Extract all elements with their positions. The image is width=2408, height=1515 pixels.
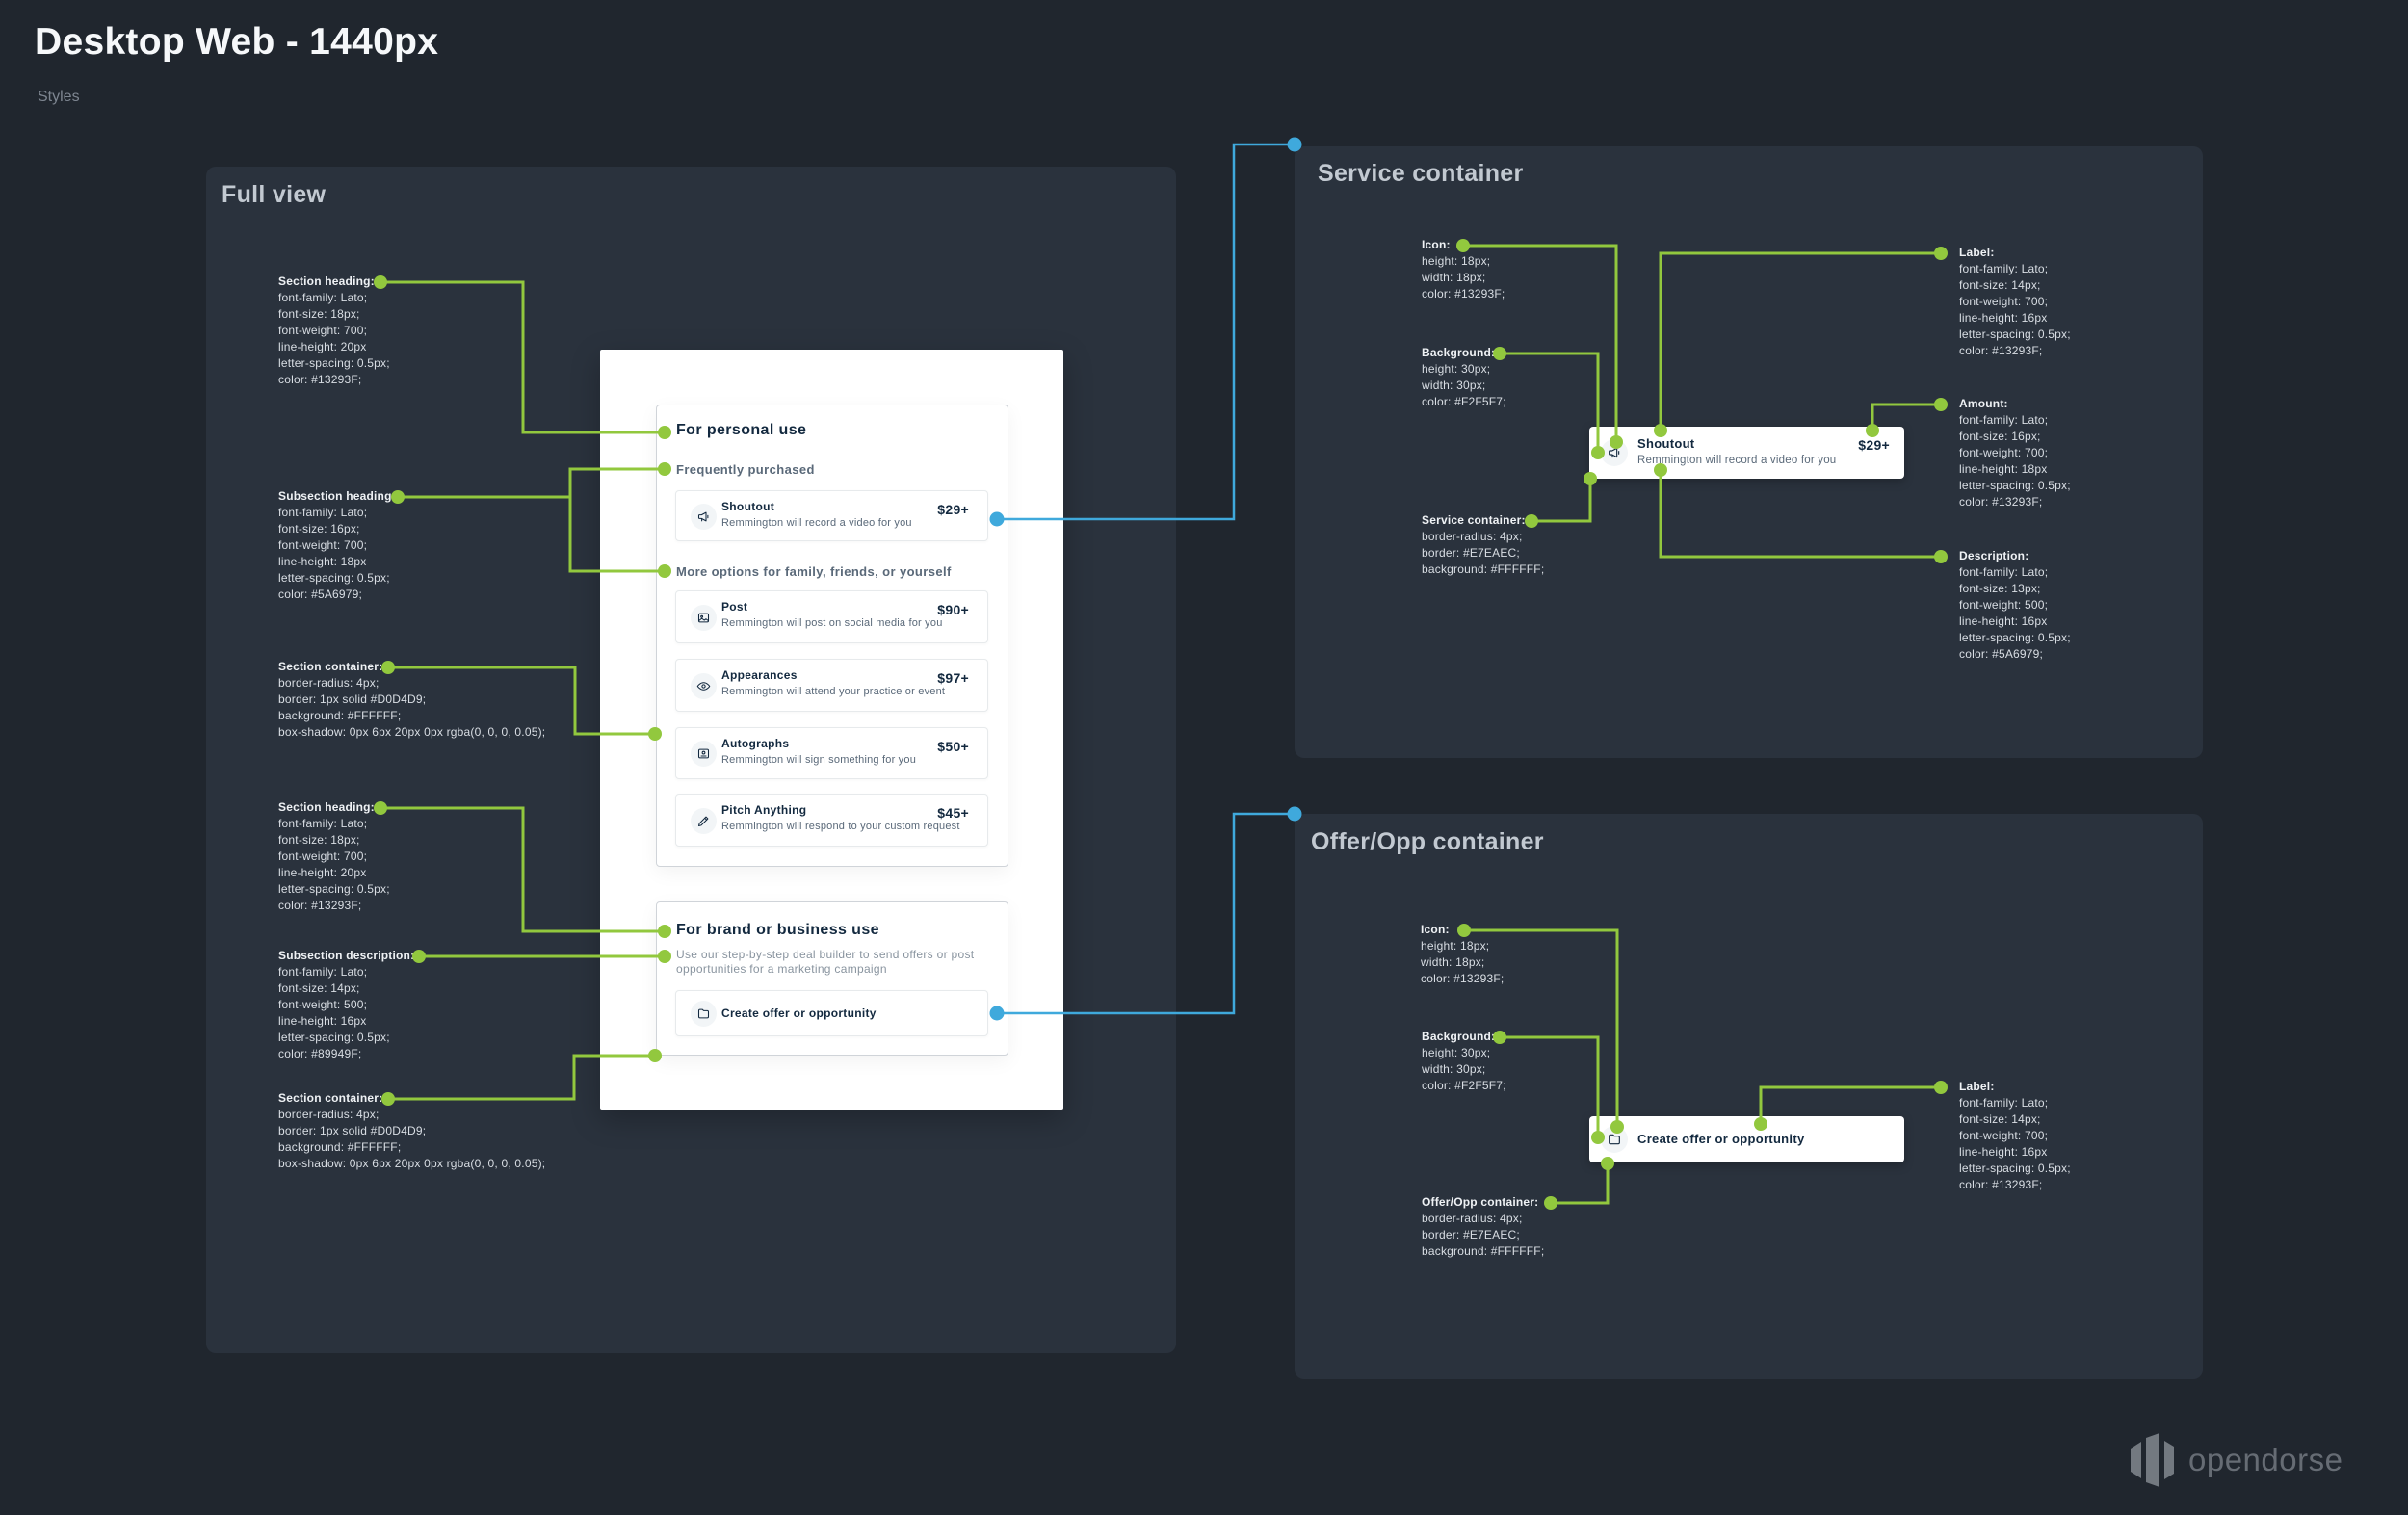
opendorse-logo: opendorse [2131,1433,2343,1487]
annotation-offer-background: Background: height: 30px;width: 30px;col… [1422,1029,1662,1094]
subsection-heading-more-options: More options for family, friends, or you… [676,564,952,579]
service-price: $29+ [1858,437,1890,453]
annotation-lines: height: 30px;width: 30px;color: #F2F5F7; [1422,362,1506,408]
annotation-lines: font-family: Lato;font-size: 14px;font-w… [278,965,390,1060]
folder-icon [1601,1126,1628,1153]
panel-offer-opp-container [1295,814,2203,1379]
sample-offer-card[interactable]: Create offer or opportunity [1589,1116,1904,1162]
annotation-lines: border-radius: 4px;border: 1px solid #D0… [278,1108,546,1170]
service-price: $97+ [937,670,969,686]
annotation-title: Amount: [1959,397,2008,410]
service-name: Post [721,600,748,614]
service-price: $50+ [937,739,969,754]
annotation-title: Section heading: [278,274,375,288]
annotation-lines: border-radius: 4px;border: #E7EAEC;backg… [1422,530,1545,576]
subsection-description-brand: Use our step-by-step deal builder to sen… [676,948,975,976]
create-offer-label: Create offer or opportunity [721,1006,877,1020]
annotation-title: Background: [1422,1030,1496,1043]
post-image-icon [691,605,717,631]
annotation-lines: font-family: Lato;font-size: 14px;font-w… [1959,262,2071,357]
annotation-lines: height: 30px;width: 30px;color: #F2F5F7; [1422,1046,1506,1092]
annotation-title: Subsection description: [278,949,415,962]
annotation-offer-label: Label: font-family: Lato;font-size: 14px… [1959,1079,2181,1193]
service-price: $29+ [937,502,969,517]
service-name: Pitch Anything [721,803,807,817]
service-description: Remmington will record a video for you [1637,455,1837,466]
eye-icon [691,673,717,699]
annotation-lines: font-family: Lato;font-size: 18px;font-w… [278,817,390,912]
folder-icon [691,1001,717,1027]
annotation-section-container-2: Section container: border-radius: 4px;bo… [278,1090,625,1172]
annotation-offer-icon: Icon: height: 18px;width: 18px;color: #1… [1421,922,1662,987]
service-description: Remmington will attend your practice or … [721,686,946,697]
section-heading-personal: For personal use [676,422,807,438]
annotation-subsection-heading: Subsection heading: font-family: Lato;fo… [278,488,625,603]
annotation-title: Description: [1959,549,2029,562]
service-row-appearances[interactable]: Appearances Remmington will attend your … [675,659,988,712]
panel-title-offer-opp: Offer/Opp container [1311,828,1544,855]
create-offer-button[interactable]: Create offer or opportunity [675,990,988,1036]
annotation-title: Icon: [1422,238,1451,251]
annotation-lines: height: 18px;width: 18px;color: #13293F; [1421,939,1505,985]
service-name: Appearances [721,668,798,682]
service-name: Shoutout [1637,436,1695,451]
annotation-lines: height: 18px;width: 18px;color: #13293F; [1422,254,1505,300]
annotation-service-description: Description: font-family: Lato;font-size… [1959,548,2181,663]
annotation-title: Section heading: [278,800,375,814]
page-subtitle: Styles [38,89,80,105]
service-row-autographs[interactable]: Autographs Remmington will sign somethin… [675,727,988,779]
annotation-title: Section container: [278,660,383,673]
annotation-service-background: Background: height: 30px;width: 30px;col… [1422,345,1662,410]
annotation-title: Section container: [278,1091,383,1105]
service-row-shoutout[interactable]: Shoutout Remmington will record a video … [675,490,988,541]
annotation-lines: font-family: Lato;font-size: 18px;font-w… [278,291,390,386]
annotation-lines: border-radius: 4px;border: #E7EAEC;backg… [1422,1212,1545,1258]
service-description: Remmington will record a video for you [721,517,912,529]
app-mockup: For personal use Frequently purchased Sh… [600,350,1063,1110]
annotation-section-heading-1: Section heading: font-family: Lato;font-… [278,274,625,388]
subsection-heading-frequently-purchased: Frequently purchased [676,462,815,477]
annotation-lines: border-radius: 4px;border: 1px solid #D0… [278,676,546,739]
autograph-icon [691,741,717,767]
annotation-title: Label: [1959,246,1995,259]
annotation-lines: font-family: Lato;font-size: 13px;font-w… [1959,565,2071,661]
annotation-section-heading-2: Section heading: font-family: Lato;font-… [278,799,625,914]
service-row-post[interactable]: Post Remmington will post on social medi… [675,590,988,643]
service-price: $90+ [937,602,969,617]
pencil-icon [691,808,717,834]
panel-title-service-container: Service container [1318,160,1524,187]
service-description: Remmington will respond to your custom r… [721,821,960,832]
annotation-subsection-description: Subsection description: font-family: Lat… [278,948,625,1062]
annotation-title: Icon: [1421,923,1450,936]
service-description: Remmington will post on social media for… [721,617,943,629]
service-description: Remmington will sign something for you [721,754,917,766]
opendorse-logo-mark [2131,1433,2174,1487]
section-heading-brand: For brand or business use [676,922,879,938]
service-price: $45+ [937,805,969,821]
annotation-title: Label: [1959,1080,1995,1093]
annotation-service-container: Service container: border-radius: 4px;bo… [1422,512,1662,578]
panel-title-full-view: Full view [222,181,327,208]
annotation-lines: font-family: Lato;font-size: 14px;font-w… [1959,1096,2071,1191]
page-title: Desktop Web - 1440px [35,21,439,63]
service-row-pitch-anything[interactable]: Pitch Anything Remmington will respond t… [675,794,988,847]
offer-label: Create offer or opportunity [1637,1132,1805,1146]
service-name: Autographs [721,737,790,750]
annotation-title: Offer/Opp container: [1422,1195,1539,1209]
annotation-offer-container: Offer/Opp container: border-radius: 4px;… [1422,1194,1662,1260]
annotation-title: Background: [1422,346,1496,359]
service-name: Shoutout [721,500,775,513]
opendorse-logo-text: opendorse [2188,1442,2343,1477]
sample-service-card[interactable]: Shoutout Remmington will record a video … [1589,427,1904,479]
annotation-title: Subsection heading: [278,489,396,503]
annotation-section-container-1: Section container: border-radius: 4px;bo… [278,659,625,741]
annotation-lines: font-family: Lato;font-size: 16px;font-w… [278,506,390,601]
annotation-service-icon: Icon: height: 18px;width: 18px;color: #1… [1422,237,1662,302]
annotation-title: Service container: [1422,513,1526,527]
annotation-lines: font-family: Lato;font-size: 16px;font-w… [1959,413,2071,509]
megaphone-icon [1601,439,1628,466]
annotation-service-amount: Amount: font-family: Lato;font-size: 16p… [1959,396,2181,510]
megaphone-icon [691,504,717,530]
annotation-service-label: Label: font-family: Lato;font-size: 14px… [1959,245,2181,359]
